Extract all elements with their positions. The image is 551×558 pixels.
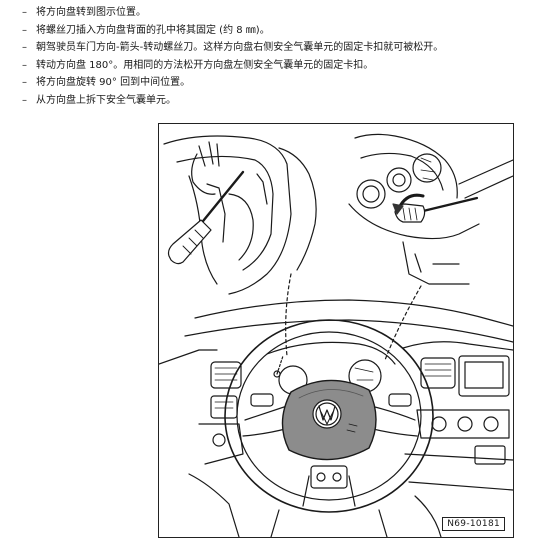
instruction-step: –将方向盘旋转 90° 回到中间位置。	[22, 74, 542, 92]
step-bullet: –	[22, 24, 27, 36]
instruction-step: –转动方向盘 180°。用相同的方法松开方向盘左侧安全气囊单元的固定卡扣。	[22, 57, 542, 75]
step-bullet: –	[22, 42, 27, 54]
step-text: 将方向盘转到图示位置。	[36, 7, 146, 18]
vw-logo-icon	[312, 399, 342, 429]
instruction-step: –将方向盘转到图示位置。	[22, 4, 542, 22]
step-bullet: –	[22, 59, 27, 71]
step-bullet: –	[22, 7, 27, 18]
step-text: 将方向盘旋转 90° 回到中间位置。	[36, 77, 191, 89]
steering-wheel-illustration: N69-10181	[158, 123, 514, 538]
instruction-step: –朝驾驶员车门方向-箭头-转动螺丝刀。这样方向盘右侧安全气囊单元的固定卡扣就可被…	[22, 39, 542, 57]
step-bullet: –	[22, 94, 27, 106]
instruction-step: –将螺丝刀插入方向盘背面的孔中将其固定 (约 8 ㎜)。	[22, 22, 542, 40]
step-bullet: –	[22, 77, 27, 89]
illustration-drawing	[159, 133, 513, 537]
step-text: 将螺丝刀插入方向盘背面的孔中将其固定 (约 8 ㎜)。	[36, 24, 270, 36]
left-detail-screwdriver	[163, 135, 317, 357]
instruction-step: –从方向盘上拆下安全气囊单元。	[22, 92, 542, 110]
step-text: 从方向盘上拆下安全气囊单元。	[36, 94, 176, 106]
instruction-list: –将方向盘转到图示位置。 –将螺丝刀插入方向盘背面的孔中将其固定 (约 8 ㎜)…	[22, 4, 542, 110]
step-text: 朝驾驶员车门方向-箭头-转动螺丝刀。这样方向盘右侧安全气囊单元的固定卡扣就可被松…	[36, 42, 444, 54]
right-detail-rotation	[348, 133, 513, 285]
figure-code-label: N69-10181	[442, 517, 505, 531]
main-dashboard-view	[159, 285, 513, 537]
step-text: 转动方向盘 180°。用相同的方法松开方向盘左侧安全气囊单元的固定卡扣。	[36, 59, 374, 71]
